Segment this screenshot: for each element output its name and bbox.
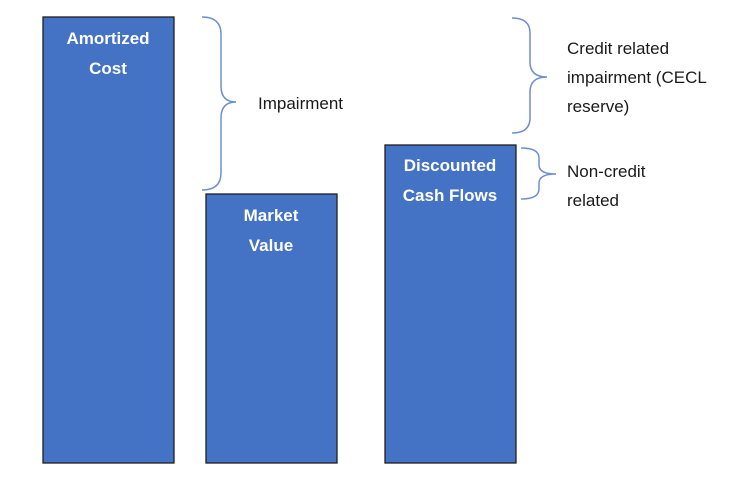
credit-related-note-line-2: impairment (CECL xyxy=(567,68,707,87)
impairment-note: Impairment xyxy=(258,94,343,113)
market-value-label-line-2: Value xyxy=(249,236,293,255)
credit-related-note-line-1: Credit related xyxy=(567,39,669,58)
non-credit-note-line-1: Non-credit xyxy=(567,162,646,181)
credit-related-brace xyxy=(511,17,548,134)
discounted-cash-flows-label-line-2: Cash Flows xyxy=(403,186,497,205)
non-credit-note-line-2: related xyxy=(567,191,619,210)
impairment-brace xyxy=(201,16,237,191)
credit-related-note-line-3: reserve) xyxy=(567,97,629,116)
non-credit-brace xyxy=(520,147,557,200)
amortized-cost-bar xyxy=(42,16,175,464)
discounted-cash-flows-label-line-1: Discounted xyxy=(404,156,497,175)
amortized-cost-label-line-1: Amortized xyxy=(66,29,149,48)
discounted-cash-flows-bar xyxy=(384,144,517,464)
amortized-cost-label-line-2: Cost xyxy=(89,59,127,78)
market-value-label-line-1: Market xyxy=(244,206,299,225)
market-value-bar xyxy=(205,193,338,464)
